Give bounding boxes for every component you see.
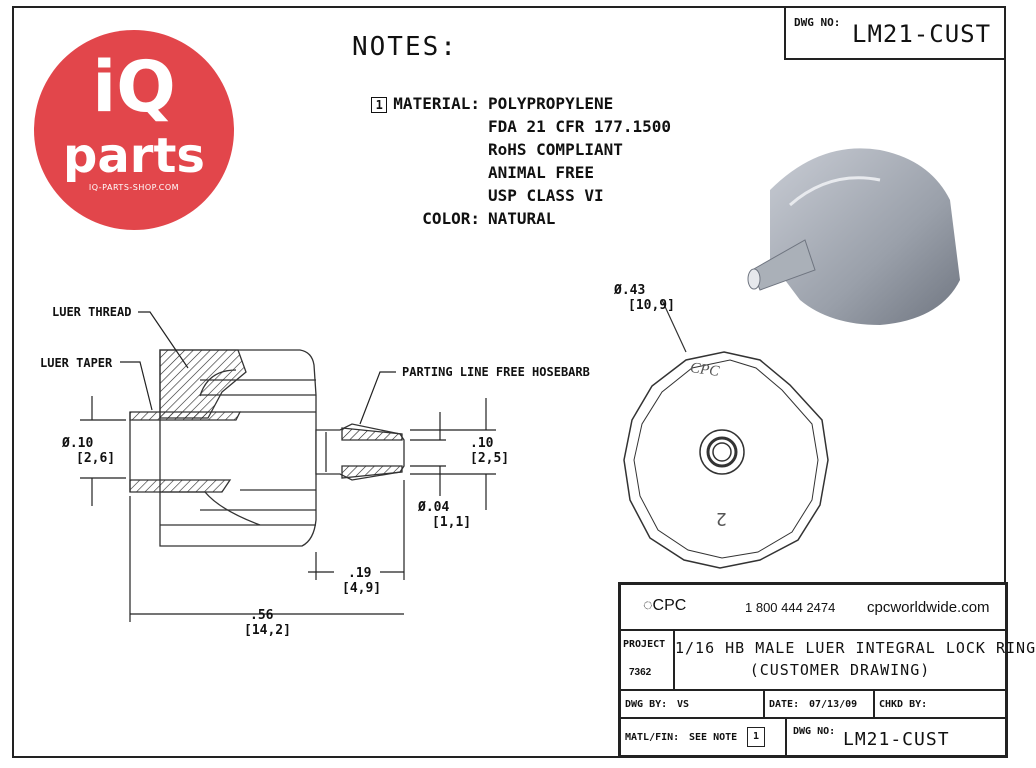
- notes-title: NOTES:: [352, 32, 458, 62]
- left-dia-mm: [2,6]: [76, 451, 116, 466]
- title-line-2: (CUSTOMER DRAWING): [749, 661, 931, 679]
- material-line: ANIMAL FREE: [488, 163, 594, 182]
- chkd-by-label: CHKD BY:: [879, 699, 928, 710]
- date-label: DATE:: [769, 699, 800, 710]
- barb-od-dim: .10 [2,5]: [470, 436, 509, 466]
- barb-id-dim: Ø.04 [1,1]: [418, 500, 471, 530]
- luer-taper-callout: LUER TAPER: [40, 356, 113, 370]
- material-label: MATERIAL:: [393, 94, 480, 113]
- overall-len-mm: [14,2]: [244, 623, 291, 638]
- barb-id-value: .04: [425, 500, 450, 515]
- color-label: COLOR:: [422, 209, 480, 228]
- date-cell: DATE: 07/13/09: [764, 690, 874, 718]
- tb-dwg-no-value: LM21-CUST: [843, 729, 950, 750]
- diameter-symbol: Ø: [62, 436, 70, 451]
- barb-od-value: .10: [470, 436, 494, 451]
- project-cell: PROJECT 7362: [620, 630, 674, 690]
- matl-cell: MATL/FIN: SEE NOTE 1: [620, 718, 786, 756]
- dwg-no-label: DWG NO:: [794, 16, 841, 29]
- logo-site: IQ-PARTS-SHOP.COM: [88, 183, 180, 192]
- note-number-box: 1: [371, 97, 388, 113]
- company-website[interactable]: cpcworldwide.com: [867, 599, 990, 616]
- diameter-symbol: Ø: [418, 500, 426, 515]
- dimension-lines: [80, 396, 496, 622]
- barb-length-dim: .19 [4,9]: [342, 566, 381, 596]
- company-phone: 1 800 444 2474: [745, 600, 836, 615]
- end-dia-value: .43: [621, 283, 646, 298]
- leader-lines: [120, 311, 396, 425]
- dwg-no-value: LM21-CUST: [852, 20, 992, 48]
- project-number: 7362: [629, 667, 652, 678]
- company-row: ◌CPC 1 800 444 2474 cpcworldwide.com: [620, 584, 1006, 630]
- end-view: [623, 299, 829, 569]
- logo-brand-bottom: parts: [63, 128, 205, 184]
- barb-od-mm: [2,5]: [470, 451, 510, 466]
- company-logo: ◌CPC: [643, 597, 687, 614]
- material-line: RoHS COMPLIANT: [488, 140, 623, 159]
- matl-note-box: 1: [747, 727, 765, 747]
- dwg-by-label: DWG BY:: [625, 699, 668, 710]
- barb-len-value: .19: [348, 566, 372, 581]
- logo-brand-top: iQ: [92, 46, 176, 128]
- dwg-by-cell: DWG BY: VS: [620, 690, 764, 718]
- iq-parts-logo[interactable]: iQ parts IQ-PARTS-SHOP.COM: [34, 30, 234, 230]
- overall-len-value: .56: [250, 608, 274, 623]
- title-block: ◌CPC 1 800 444 2474 cpcworldwide.com PRO…: [618, 582, 1036, 758]
- project-label: PROJECT: [623, 639, 666, 650]
- luer-thread-callout: LUER THREAD: [52, 305, 132, 319]
- side-view: [129, 349, 405, 547]
- title-line-1: 1/16 HB MALE LUER INTEGRAL LOCK RING: [675, 639, 1036, 657]
- drawing-frame: [12, 6, 1006, 758]
- left-diameter-dim: Ø.10 [2,6]: [62, 436, 115, 466]
- title-cell: 1/16 HB MALE LUER INTEGRAL LOCK RING (CU…: [674, 630, 1036, 690]
- matl-value: SEE NOTE: [689, 732, 738, 743]
- color-value: NATURAL: [488, 209, 556, 228]
- dwg-by-value: VS: [677, 699, 690, 710]
- matl-label: MATL/FIN:: [625, 732, 680, 743]
- material-line: POLYPROPYLENE: [488, 94, 614, 113]
- cavity-number: 2: [716, 508, 727, 529]
- isometric-view: [747, 148, 960, 325]
- diameter-symbol: Ø: [614, 283, 622, 298]
- dwg-no-cell: DWG NO: LM21-CUST: [786, 718, 1006, 756]
- barb-id-mm: [1,1]: [432, 515, 472, 530]
- material-line: FDA 21 CFR 177.1500: [488, 117, 672, 136]
- left-dia-value: .10: [69, 436, 94, 451]
- tb-dwg-no-label: DWG NO:: [793, 726, 836, 737]
- end-diameter-dim: Ø.43 [10,9]: [614, 283, 675, 313]
- material-line: USP CLASS VI: [488, 186, 604, 205]
- hosebarb-callout: PARTING LINE FREE HOSEBARB: [402, 365, 590, 379]
- chkd-by-cell: CHKD BY:: [874, 690, 1006, 718]
- notes-block: 1 MATERIAL: POLYPROPYLENE FDA 21 CFR 177.…: [350, 92, 671, 230]
- end-dia-mm: [10,9]: [628, 298, 675, 313]
- date-value: 07/13/09: [809, 699, 858, 710]
- drawing-number-box: DWG NO: LM21-CUST: [784, 6, 1006, 60]
- barb-len-mm: [4,9]: [342, 581, 382, 596]
- overall-length-dim: .56 [14,2]: [244, 608, 291, 638]
- company-name: CPC: [652, 597, 687, 614]
